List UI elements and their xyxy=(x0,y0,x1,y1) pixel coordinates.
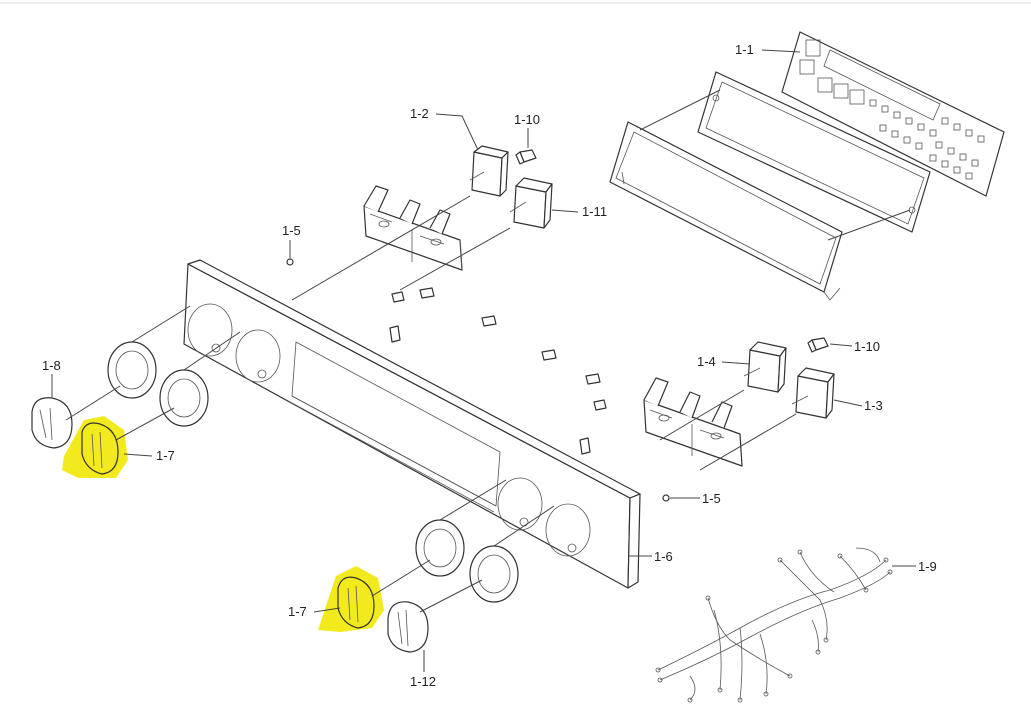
part-1-10-clip-right xyxy=(807,337,829,353)
part-1-4-switch xyxy=(743,341,787,393)
part-1-8-knob xyxy=(31,397,73,449)
label-1-5-right: 1-5 xyxy=(702,491,721,506)
part-1-6-control-panel xyxy=(183,259,641,589)
label-1-10-top: 1-10 xyxy=(514,112,540,127)
leader-lines xyxy=(51,49,916,672)
part-1-10-clip-top xyxy=(515,149,537,165)
label-1-10-right: 1-10 xyxy=(854,339,880,354)
part-1-3-switch xyxy=(791,367,835,419)
label-1-1: 1-1 xyxy=(735,42,754,57)
small-clips xyxy=(286,258,670,502)
label-1-2: 1-2 xyxy=(410,106,429,121)
label-1-12: 1-12 xyxy=(410,674,436,689)
label-1-11: 1-11 xyxy=(582,204,607,219)
callout-labels: 1-1 1-2 1-10 1-11 1-5 1-10 1-4 1-3 1-5 1… xyxy=(42,42,937,689)
display-frame-rear xyxy=(697,71,931,233)
lower-switch-bracket xyxy=(643,377,743,467)
upper-switch-bracket xyxy=(363,185,463,271)
label-1-9: 1-9 xyxy=(918,559,937,574)
part-1-2-switch xyxy=(469,145,509,197)
label-1-7-left: 1-7 xyxy=(156,448,175,463)
label-1-6: 1-6 xyxy=(654,549,673,564)
part-1-11-switch xyxy=(509,177,553,229)
label-1-8: 1-8 xyxy=(42,358,61,373)
label-1-5-top: 1-5 xyxy=(282,223,301,238)
knob-bezels-right xyxy=(415,519,519,603)
part-1-12-knob xyxy=(387,601,429,653)
label-1-3: 1-3 xyxy=(864,398,883,413)
highlight-1-7-bottom xyxy=(318,566,384,632)
part-1-9-wire-harness xyxy=(655,547,893,703)
label-1-4: 1-4 xyxy=(697,354,716,369)
part-1-1-overlay xyxy=(781,31,1005,197)
part-1-7-knob-bottom xyxy=(318,566,384,632)
knob-bezels-left xyxy=(107,341,209,427)
display-frame-front xyxy=(609,121,843,301)
label-1-7-bottom: 1-7 xyxy=(288,604,307,619)
part-1-7-knob-left xyxy=(62,416,128,478)
